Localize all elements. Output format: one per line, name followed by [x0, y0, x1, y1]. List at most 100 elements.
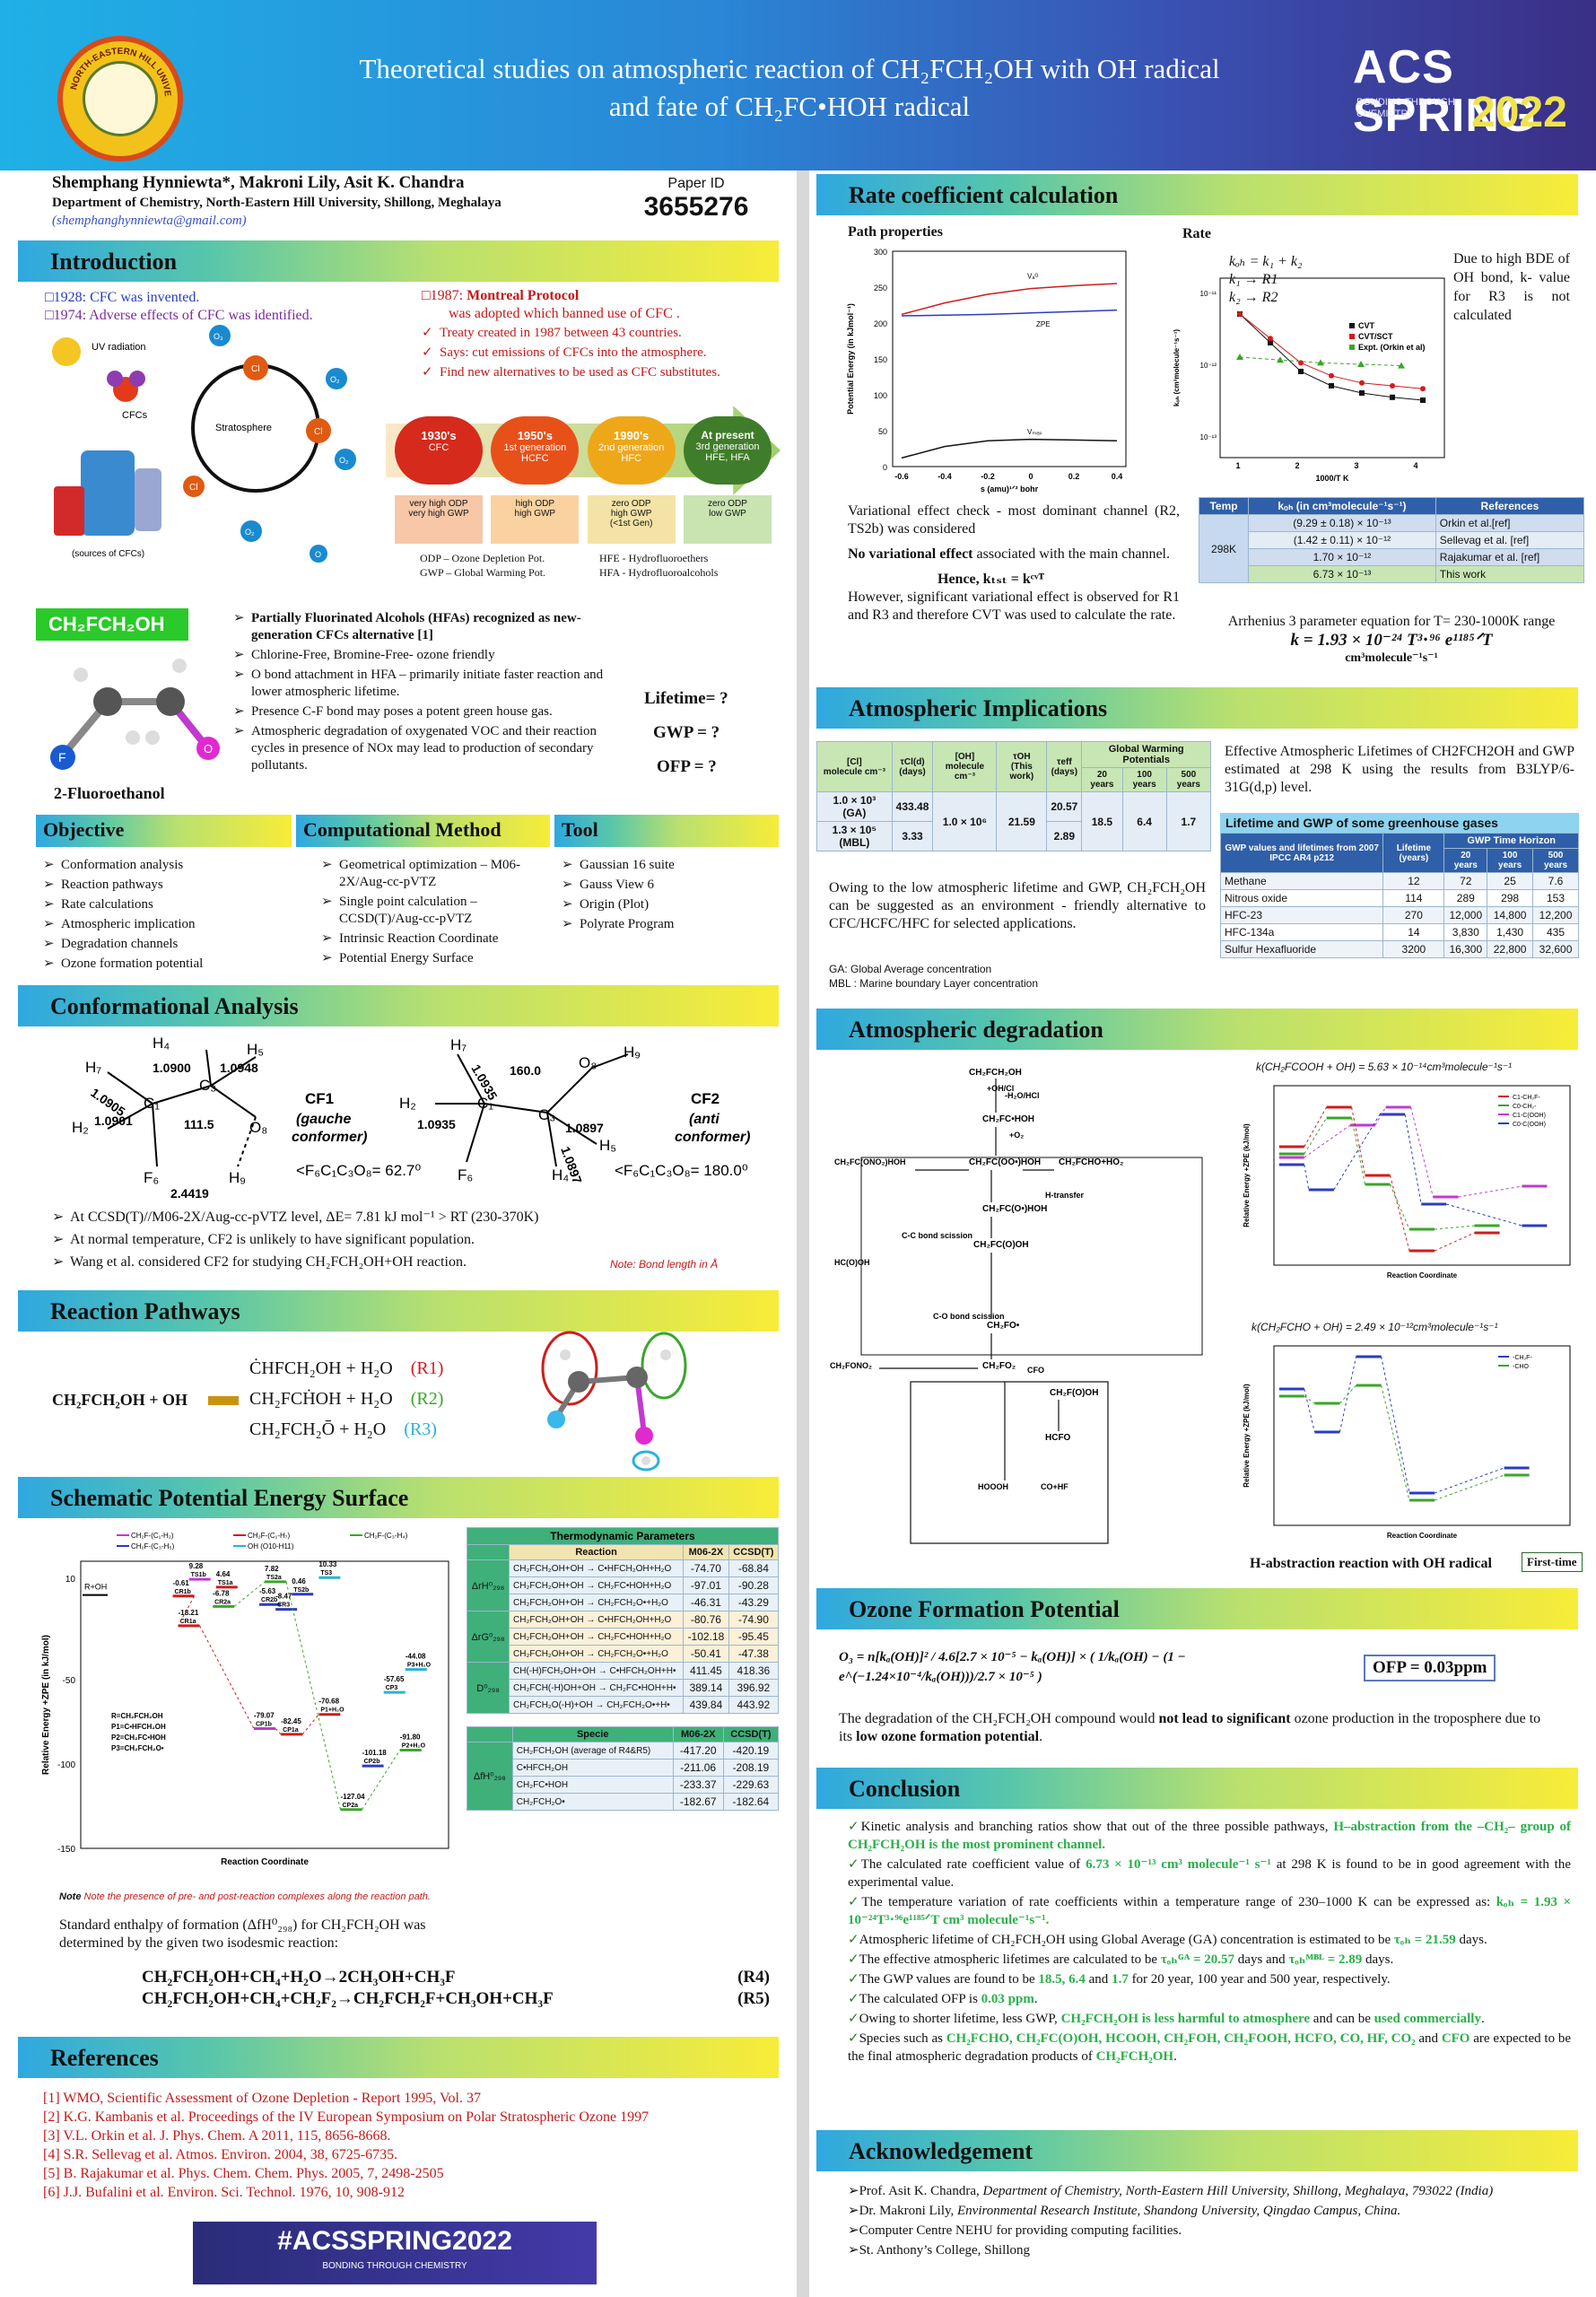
ghg-value: 153 [1532, 889, 1579, 907]
gwp-col-header: 500 years [1165, 767, 1212, 792]
reaction-r5-tag: (R5) [737, 1989, 770, 2008]
pes-ytick: -150 [57, 1845, 75, 1855]
ghg-sub-header: 500 years [1532, 848, 1579, 873]
svg-text:O₈: O₈ [579, 1054, 597, 1071]
rate-xlabel: 1000/T K [1315, 474, 1349, 483]
degradation-node: CH₂FCH₂OH [969, 1068, 1022, 1078]
conclusion-text: 0.03 ppm [981, 1992, 1034, 2006]
deg-path [1304, 1395, 1315, 1404]
rate-title: Rate [1182, 226, 1211, 241]
arrow-icon: ➢ [848, 2243, 859, 2258]
conclusion-item: ✓Kinetic analysis and branching ratios s… [848, 1818, 1571, 1854]
formation-col-header: M06-2X [672, 1726, 724, 1742]
svg-text:2.4419: 2.4419 [170, 1186, 209, 1201]
pes-legend-item: CH₂F-(C₃-H₄) [364, 1532, 408, 1540]
rate-point [1298, 369, 1304, 374]
author-email[interactable]: (shemphanghynniewta@gmail.com) [52, 214, 247, 228]
intro-item-1974: □1974: Adverse effects of CFC was identi… [45, 308, 313, 323]
tau-cl: 433.48 [891, 791, 934, 822]
degradation-node: H-transfer [1045, 1191, 1085, 1200]
ghg-value: 14,800 [1487, 906, 1534, 924]
rate-point [1329, 372, 1334, 379]
thermo-col-header: CCSD(T) [728, 1544, 780, 1560]
rate-ytick: 10⁻¹³ [1200, 433, 1217, 441]
conclusion-text: H–abstraction from the –CH₂– group of CH… [848, 1820, 1571, 1852]
abbr-gwp: GWP – Global Warming Pot. [420, 566, 546, 579]
degradation-node: CO+HF [1041, 1482, 1068, 1491]
reference-item: [4] S.R. Sellevag et al. Atmos. Environ.… [43, 2147, 398, 2162]
pes-point-label: CP1b [256, 1721, 272, 1727]
pes-value-label: -91.80 [400, 1733, 421, 1741]
pes-path [301, 1714, 319, 1735]
ghg-table: GWP values and lifetimes from 2007 IPCC … [1219, 833, 1579, 958]
tag-r2: (R2) [410, 1389, 444, 1409]
ghg-table-wrap: Lifetime and GWP of some greenhouse gase… [1219, 813, 1579, 958]
rate-eq: k₂ → R2 [1229, 290, 1278, 305]
pes-path [199, 1625, 255, 1729]
deg-chart-ylabel: Relative Energy +ZPE (kJ/mol) [1243, 1123, 1251, 1227]
ghg-value: 25 [1487, 872, 1534, 890]
check-icon: ✓ [848, 1952, 859, 1967]
deg-path [1434, 1225, 1475, 1230]
conclusion-item: ✓The effective atmospheric lifetimes are… [848, 1951, 1571, 1969]
conclusion-text: 18.5, 6.4 [1038, 1972, 1086, 1987]
ack-item: ➢Dr. Makroni Lily, Environmental Researc… [848, 2202, 1571, 2220]
protocol-check-2: Says: cut emissions of CFCs into the atm… [422, 345, 781, 362]
check-icon: ✓ [848, 1992, 859, 2006]
deg-path [1434, 1467, 1504, 1494]
deg-legend-item: -CH₂F- [1513, 1355, 1532, 1361]
ghg-col-header: Lifetime (years) [1382, 833, 1445, 873]
deg-path [1304, 1117, 1328, 1155]
svg-text:H₄: H₄ [552, 1166, 569, 1183]
protocol-name: Montreal Protocol [467, 288, 580, 303]
lifetime-col-header: τeff (days) [1046, 741, 1083, 792]
cl-conc: 1.3 × 10⁵ (MBL) [816, 821, 893, 852]
deg-chart-frame [1273, 1085, 1571, 1266]
method-item: Single point calculation – CCSD(T)/Aug-c… [321, 894, 545, 928]
svg-text:H₄: H₄ [153, 1035, 170, 1052]
pes-path [178, 1595, 195, 1627]
pes-heading: Schematic Potential Energy Surface [18, 1477, 779, 1518]
conclusion-item: ✓The calculated rate coefficient value o… [848, 1856, 1571, 1891]
ghg-value: 14 [1382, 923, 1445, 941]
degradation-node: CFO [1027, 1366, 1044, 1375]
rate-ref: Rajakumar et al. [ref] [1435, 548, 1585, 566]
title-line-1: Theoretical studies on atmospheric react… [359, 53, 1220, 84]
thermo-reaction: CH₂FCH₂OH+OH → CH₂FCH₂O•+H₂O [509, 1594, 685, 1611]
degradation-node: CH₂FC(O)OH [973, 1240, 1029, 1250]
deg-path [1390, 1175, 1410, 1252]
introduction-heading: Introduction [18, 240, 779, 282]
sources-label: (sources of CFCs) [72, 549, 144, 559]
spray-bottle-icon [54, 486, 84, 536]
cf2-name: CF2 [691, 1090, 720, 1107]
footer-sub: BONDING THROUGH CHEMISTRY [322, 2261, 467, 2271]
deg-path [1351, 1106, 1365, 1176]
path-xtick: -0.2 [981, 472, 995, 481]
gen-props-4: zero ODP low GWP [683, 495, 772, 544]
tau-eff: 20.57 [1046, 791, 1083, 822]
reaction-arrow-icon [208, 1396, 239, 1405]
reference-item: [1] WMO, Scientific Assessment of Ozone … [43, 2091, 481, 2106]
intro-timeline: □1928: CFC was invented. □1974: Adverse … [45, 289, 404, 325]
ghg-value: 114 [1382, 889, 1445, 907]
svg-text:(anti: (anti [689, 1112, 720, 1127]
rate-value: (9.29 ± 0.18) × 10⁻¹³ [1248, 514, 1436, 532]
thermo-ccsd: -47.38 [728, 1645, 780, 1663]
pes-point-label: TS1b [191, 1572, 206, 1578]
pes-legend-item: CH₂F-(C₃-H₅) [131, 1542, 175, 1550]
tool-heading: Tool [554, 815, 779, 847]
footer-hashtag: #ACSSPRING2022 [277, 2226, 512, 2256]
deg-legend-item: C0-CH₂- [1513, 1104, 1537, 1110]
conclusion-item: ✓Owing to shorter lifetime, less GWP, CH… [848, 2010, 1571, 2028]
bond-length-note: Note: Bond length in Å [610, 1258, 719, 1271]
deg-path [1434, 1232, 1475, 1252]
pes-reactant-label: R+OH [84, 1583, 107, 1592]
pes-legend-item: CH₂F-(C₁-H₇) [248, 1532, 291, 1540]
